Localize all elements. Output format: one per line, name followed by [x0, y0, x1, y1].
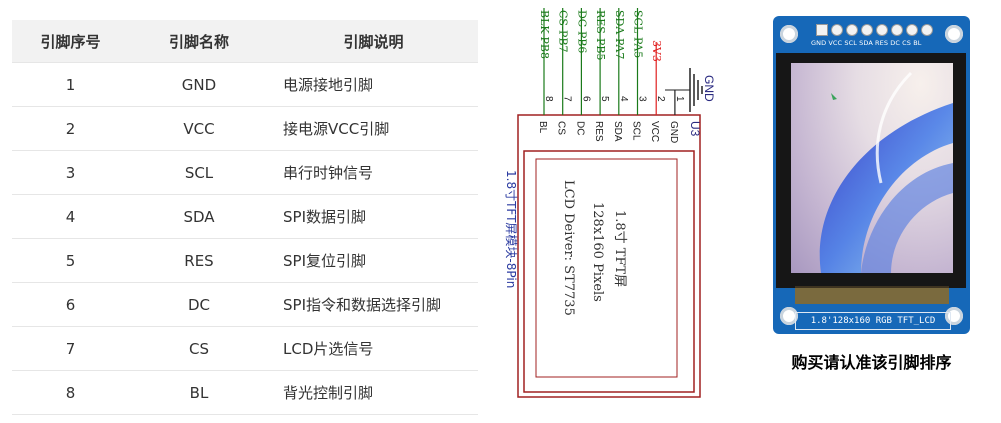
flex-cable — [795, 286, 949, 304]
pin-description: LCD片选信号 — [269, 326, 478, 371]
pin-description: 电源接地引脚 — [269, 62, 478, 107]
pin-description: 串行时钟信号 — [269, 150, 478, 195]
module-spec-label: 1.8'128x160 RGB TFT_LCD — [795, 312, 951, 330]
pin-name: GND — [129, 62, 269, 107]
net-label: 3V3 — [650, 40, 663, 62]
gnd-label: GND — [702, 75, 716, 102]
mount-hole-bottom-right — [945, 307, 963, 325]
pad — [906, 24, 918, 36]
pin-number: 3 — [12, 150, 129, 195]
pin-name-label: SCL — [631, 121, 642, 141]
pin-name: VCC — [129, 106, 269, 151]
module-body — [523, 150, 695, 393]
pin-name: BL — [129, 370, 269, 415]
ground-symbol: GND — [665, 68, 716, 112]
pad — [921, 24, 933, 36]
inner-line-resolution: 128x160 Pixels — [590, 202, 605, 302]
pin-name-label: GND — [668, 121, 679, 143]
pin-number-label: 7 — [562, 96, 573, 102]
ref-designator: U3 — [688, 121, 702, 137]
module-outline — [517, 114, 701, 398]
pin-name-label: RES — [593, 121, 604, 142]
header-pin-number: 引脚序号 — [12, 20, 129, 63]
pin-description: 背光控制引脚 — [269, 370, 478, 415]
pin-number: 2 — [12, 106, 129, 151]
pin-name: DC — [129, 282, 269, 327]
header-pin-description: 引脚说明 — [269, 20, 478, 63]
pin-name: CS — [129, 326, 269, 371]
header-pin-name: 引脚名称 — [129, 20, 269, 63]
pin-number-label: 1 — [674, 96, 685, 102]
pin-number: 5 — [12, 238, 129, 283]
screen-outline — [535, 158, 678, 378]
net-label: SCL-PA5 — [632, 10, 645, 58]
pin-number-label: 8 — [543, 96, 554, 102]
pin-number: 7 — [12, 326, 129, 371]
pin-number-label: 3 — [637, 96, 648, 102]
pin-name-label: BL — [537, 121, 548, 134]
pin-number-label: 4 — [618, 96, 629, 102]
net-label: SDA-PA7 — [613, 10, 626, 59]
pin-name-label: CS — [556, 121, 567, 135]
inner-line-driver: LCD Deiver: ST7735 — [561, 180, 576, 316]
net-label: CS-PB7 — [557, 10, 570, 53]
purchase-caption: 购买请认准该引脚排序 — [791, 353, 952, 372]
pin-name-label: SDA — [612, 121, 623, 142]
pad-square — [816, 24, 828, 36]
pin-description: SPI复位引脚 — [269, 238, 478, 283]
table-header-row: 引脚序号 引脚名称 引脚说明 — [12, 20, 478, 63]
pin-description: SPI指令和数据选择引脚 — [269, 282, 478, 327]
header-pads — [816, 24, 934, 38]
pin-number: 6 — [12, 282, 129, 327]
pin-number: 1 — [12, 62, 129, 107]
mount-hole-top-right — [945, 25, 963, 43]
silkscreen-pin-labels: GND VCC SCL SDA RES DC CS BL — [811, 39, 922, 47]
net-label: RES-PB5 — [594, 10, 607, 60]
lcd-screen — [791, 63, 953, 273]
pin-name-label: DC — [574, 121, 585, 135]
pin-name: SCL — [129, 150, 269, 195]
lcd-panel — [776, 53, 966, 288]
net-label: DC-PB6 — [575, 10, 588, 53]
pin-number-label: 6 — [580, 96, 591, 102]
pin-description: 接电源VCC引脚 — [269, 106, 478, 151]
pin-name: SDA — [129, 194, 269, 239]
pad — [831, 24, 843, 36]
pin-number-label: 5 — [599, 96, 610, 102]
mount-hole-bottom-left — [780, 307, 798, 325]
pin-description: SPI数据引脚 — [269, 194, 478, 239]
wallpaper-swirl — [819, 71, 953, 273]
net-label: BLK-PB8 — [538, 10, 551, 59]
pin-number: 4 — [12, 194, 129, 239]
lcd-module-photo: GND VCC SCL SDA RES DC CS BL 1.8'128x160… — [773, 16, 970, 334]
inner-line-title: 1.8寸 TFT屏 — [612, 210, 627, 287]
mount-hole-top-left — [780, 25, 798, 43]
pin-name-label: VCC — [649, 121, 660, 142]
pad — [891, 24, 903, 36]
pin-number-label: 2 — [655, 96, 666, 102]
pad — [861, 24, 873, 36]
pad — [876, 24, 888, 36]
pin-name: RES — [129, 238, 269, 283]
pin-number: 8 — [12, 370, 129, 415]
module-title: 1.8寸TFT屏模块-8Pin — [504, 170, 518, 288]
pad — [846, 24, 858, 36]
